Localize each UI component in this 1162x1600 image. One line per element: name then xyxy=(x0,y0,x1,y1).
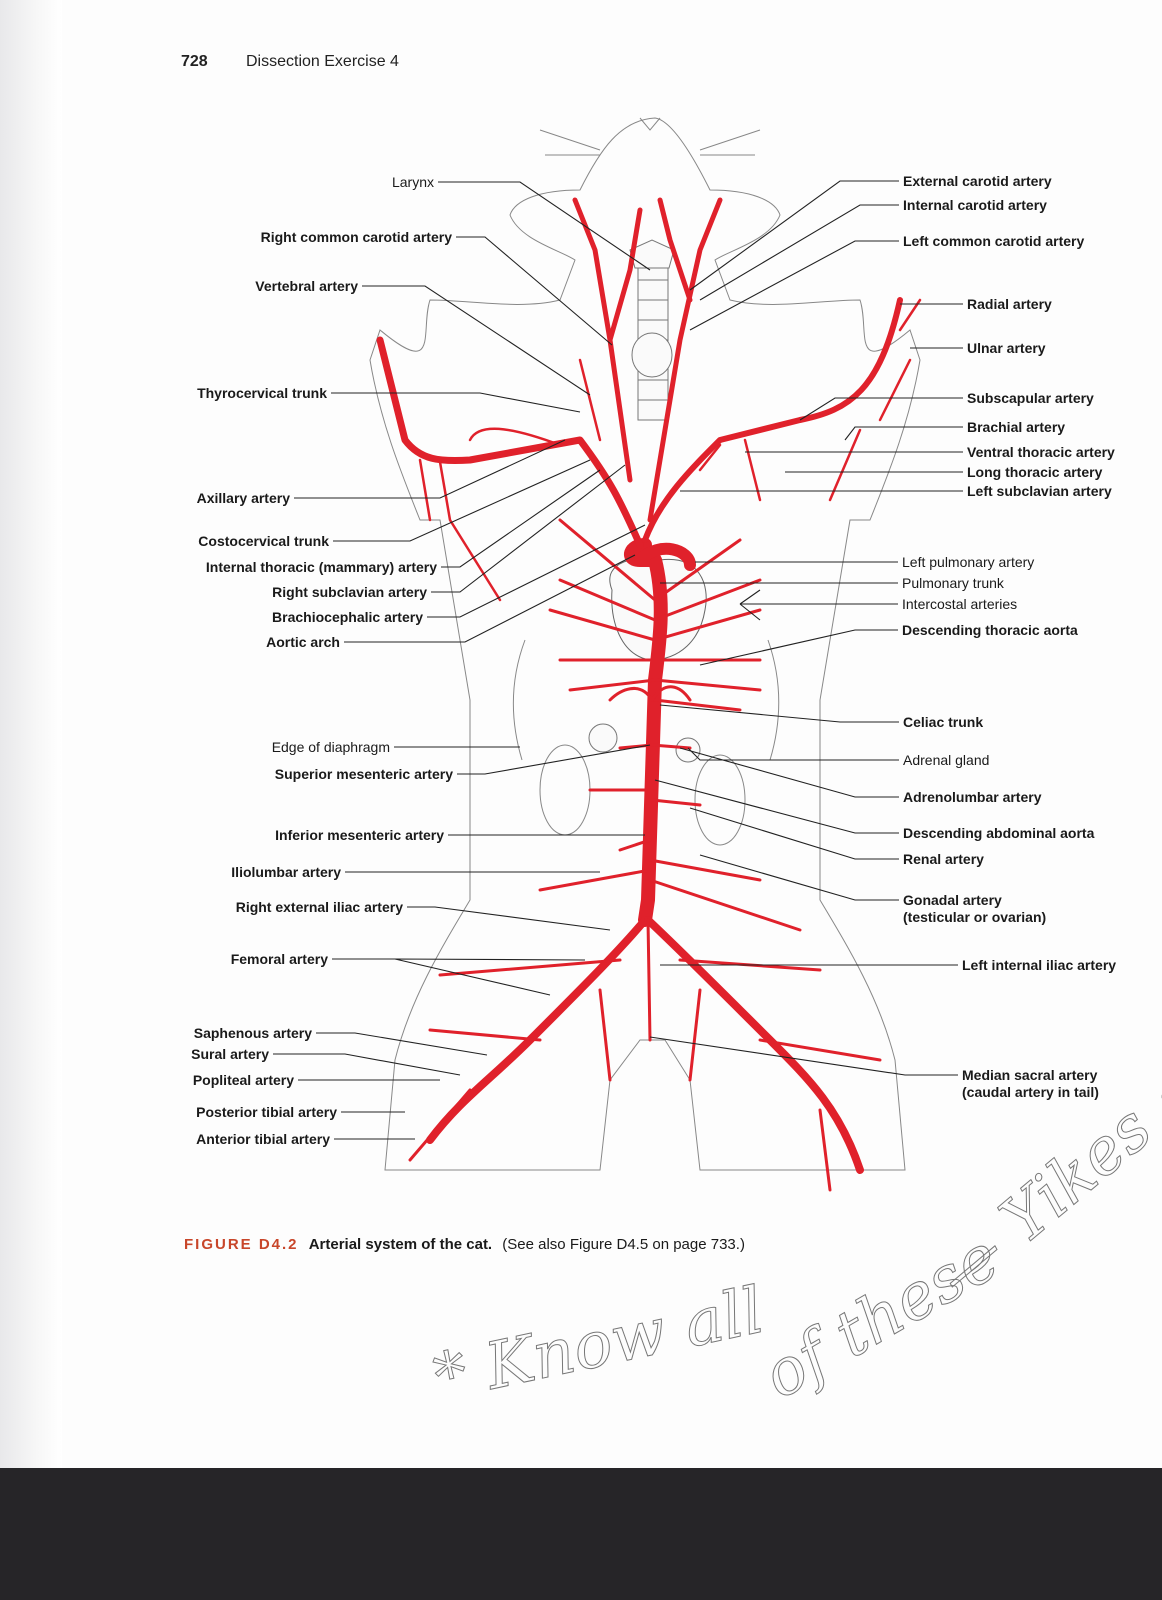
label-right-external-iliac: Right external iliac artery xyxy=(236,899,404,915)
label-brachiocephalic: Brachiocephalic artery xyxy=(272,609,423,625)
label-left-internal-iliac: Left internal iliac artery xyxy=(962,957,1116,973)
label-axillary: Axillary artery xyxy=(197,490,291,506)
label-vertebral: Vertebral artery xyxy=(255,278,358,294)
label-pulmonary-trunk: Pulmonary trunk xyxy=(902,575,1005,591)
right-subclavian-axillary xyxy=(376,336,644,549)
right-external-iliac-femoral xyxy=(426,916,649,1144)
label-posterior-tibial: Posterior tibial artery xyxy=(196,1104,337,1120)
intercostal-arteries xyxy=(548,518,762,712)
label-radial: Radial artery xyxy=(967,296,1052,312)
label-sural: Sural artery xyxy=(191,1046,269,1062)
median-sacral-artery xyxy=(646,918,652,1042)
label-long-thoracic: Long thoracic artery xyxy=(967,464,1103,480)
label-gonadal-note: (testicular or ovarian) xyxy=(903,909,1046,925)
right-common-carotid xyxy=(572,197,643,483)
abdominal-branches xyxy=(538,685,802,932)
scanner-background xyxy=(0,1468,1162,1600)
page-number: 728 xyxy=(181,53,208,70)
label-median-sacral: Median sacral artery xyxy=(962,1067,1098,1083)
trachea xyxy=(629,239,675,421)
label-inferior-mesenteric: Inferior mesenteric artery xyxy=(275,827,444,843)
chapter-title: Dissection Exercise 4 xyxy=(246,53,399,70)
figure-caption: FIGURE D4.2 Arterial system of the cat. … xyxy=(184,1236,745,1253)
label-intercostal: Intercostal arteries xyxy=(902,596,1017,612)
label-right-common-carotid: Right common carotid artery xyxy=(261,229,453,245)
handwriting-know-all: * Know all xyxy=(428,1274,770,1416)
label-aortic-arch: Aortic arch xyxy=(266,634,340,650)
label-gonadal: Gonadal artery xyxy=(903,892,1002,908)
arteries xyxy=(376,197,922,1192)
label-anterior-tibial: Anterior tibial artery xyxy=(196,1131,330,1147)
page-edge xyxy=(0,0,62,1470)
label-thyrocervical: Thyrocervical trunk xyxy=(197,385,327,401)
figure-note: (See also Figure D4.5 on page 733.) xyxy=(502,1236,745,1253)
figure-number: FIGURE D4.2 xyxy=(184,1236,299,1253)
label-costocervical: Costocervical trunk xyxy=(198,533,329,549)
adrenal-glands xyxy=(588,723,701,763)
label-left-common-carotid: Left common carotid artery xyxy=(903,233,1084,249)
leg-branches xyxy=(408,958,882,1192)
label-internal-thoracic: Internal thoracic (mammary) artery xyxy=(206,559,437,575)
label-larynx: Larynx xyxy=(392,174,434,190)
label-celiac-trunk: Celiac trunk xyxy=(903,714,983,730)
label-left-subclavian: Left subclavian artery xyxy=(967,483,1112,499)
figure-title: Arterial system of the cat. xyxy=(309,1236,492,1253)
label-diaphragm: Edge of diaphragm xyxy=(272,739,390,755)
left-common-carotid xyxy=(647,197,723,523)
left-external-iliac-femoral xyxy=(644,916,864,1174)
label-median-sacral-note: (caudal artery in tail) xyxy=(962,1084,1099,1100)
aorta xyxy=(624,538,668,927)
right-labels: External carotid artery Internal carotid… xyxy=(902,173,1116,1100)
label-external-carotid: External carotid artery xyxy=(903,173,1052,189)
label-adrenal-gland: Adrenal gland xyxy=(903,752,989,768)
label-subscapular: Subscapular artery xyxy=(967,390,1094,406)
label-ulnar: Ulnar artery xyxy=(967,340,1046,356)
label-ventral-thoracic: Ventral thoracic artery xyxy=(967,444,1115,460)
label-right-subclavian: Right subclavian artery xyxy=(272,584,427,600)
label-internal-carotid: Internal carotid artery xyxy=(903,197,1047,213)
leader-lines xyxy=(273,180,963,1140)
label-left-pulmonary: Left pulmonary artery xyxy=(902,554,1034,570)
label-popliteal: Popliteal artery xyxy=(193,1072,294,1088)
aortic-arch xyxy=(634,542,696,571)
left-labels: Larynx Right common carotid artery Verte… xyxy=(191,174,453,1147)
label-renal: Renal artery xyxy=(903,851,984,867)
label-adrenolumbar: Adrenolumbar artery xyxy=(903,789,1042,805)
label-femoral: Femoral artery xyxy=(231,951,328,967)
handwritten-note: * Know all of these — Yikes :) xyxy=(427,1048,1162,1416)
label-saphenous: Saphenous artery xyxy=(194,1025,312,1041)
label-superior-mesenteric: Superior mesenteric artery xyxy=(275,766,453,782)
label-iliolumbar: Iliolumbar artery xyxy=(231,864,341,880)
thyroid-gland xyxy=(631,332,673,378)
label-descending-abdominal-aorta: Descending abdominal aorta xyxy=(903,825,1095,841)
label-brachial: Brachial artery xyxy=(967,419,1065,435)
label-descending-thoracic-aorta: Descending thoracic aorta xyxy=(902,622,1078,638)
